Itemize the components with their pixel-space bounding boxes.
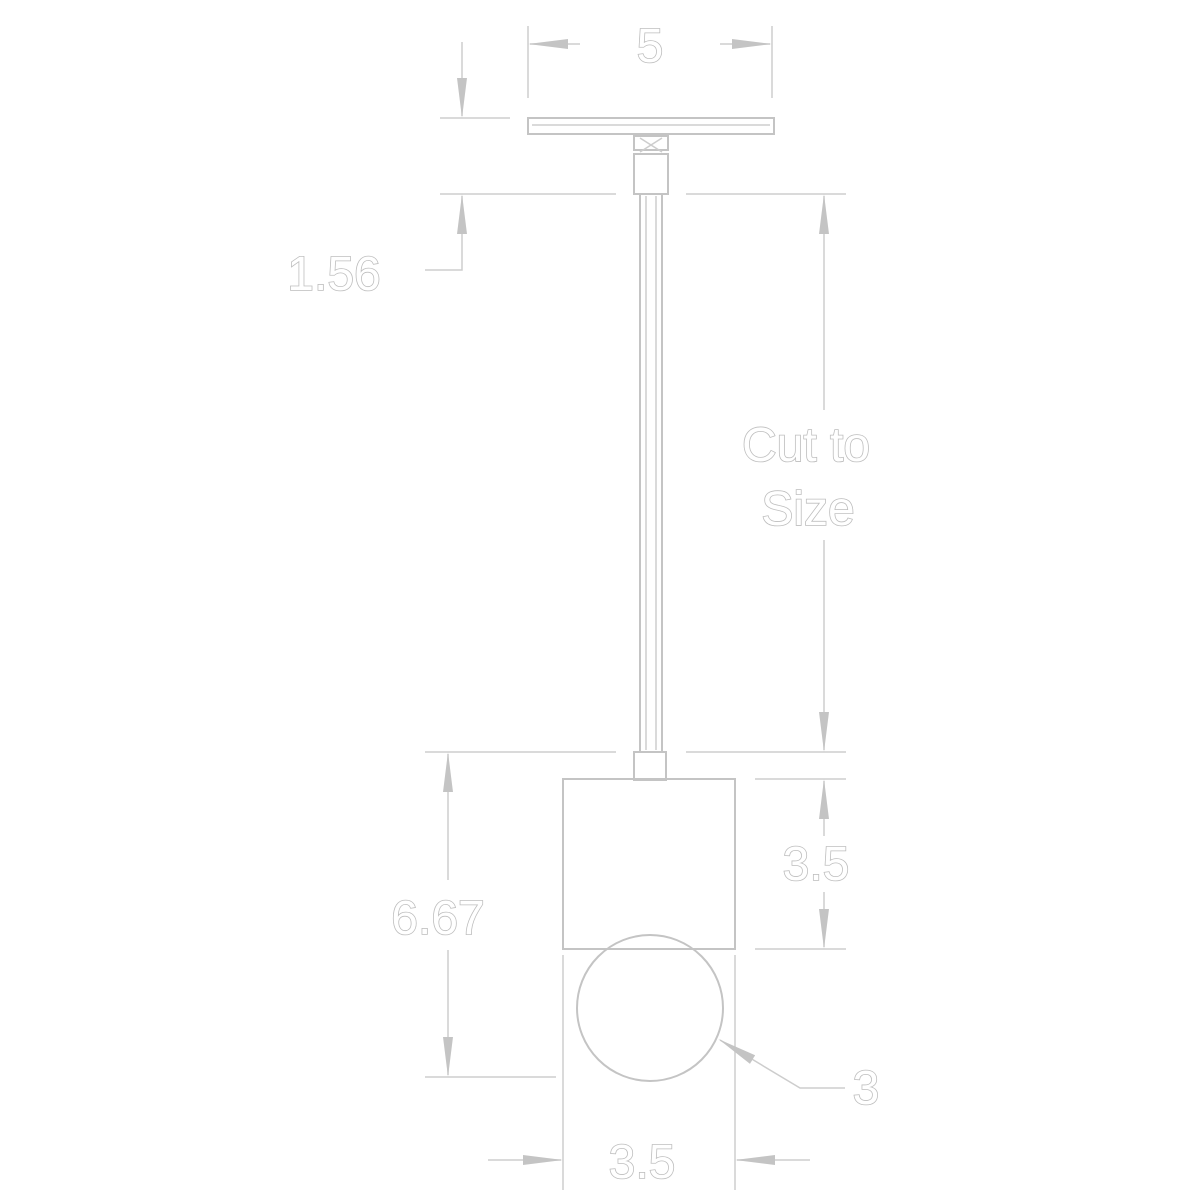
globe [576, 934, 724, 1082]
label-shade-height: 3.5 [783, 838, 850, 891]
label-overall-height: 6.67 [391, 892, 484, 945]
dim-globe-leader [718, 1038, 845, 1089]
dimension-lines [425, 38, 845, 1165]
shade-cylinder [562, 778, 736, 950]
label-stem-length-line2: Size [761, 483, 854, 536]
canopy-mount-x2 [639, 137, 663, 153]
label-stem-length-line1: Cut to [742, 419, 870, 472]
label-shade-width: 3.5 [609, 1136, 676, 1189]
dim-stem-offset-leader [425, 194, 467, 271]
stem-coupler-bottom [633, 751, 667, 781]
canopy-plate [527, 117, 775, 135]
label-canopy-width: 5 [637, 20, 664, 73]
label-globe-diameter: 3 [853, 1062, 880, 1115]
fixture [527, 117, 775, 1082]
canopy-mount [633, 135, 669, 151]
stem-coupler-top [633, 153, 669, 195]
extension-lines [425, 26, 846, 1190]
dimension-labels: 5 1.56 Cut to Size 3.5 6.67 3 3.5 [286, 19, 880, 1190]
label-stem-offset: 1.56 [287, 248, 380, 301]
